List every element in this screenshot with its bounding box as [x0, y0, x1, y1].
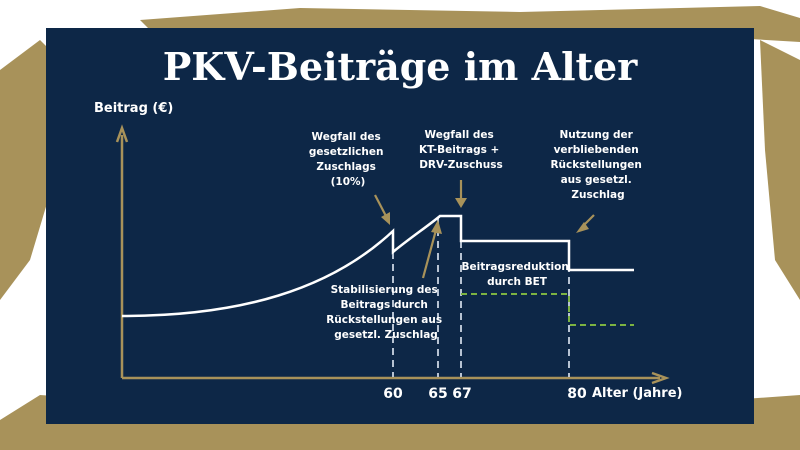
page-title: PKV-Beiträge im Alter: [163, 44, 639, 89]
arrow-60: [374, 194, 388, 219]
x-axis-label: Alter (Jahre): [592, 386, 682, 401]
arrow-65: [421, 229, 438, 279]
tick-67: 67: [452, 386, 471, 402]
x-axis-arrow: [651, 371, 670, 385]
brush-stroke-right: [760, 40, 800, 300]
panel: [46, 28, 754, 424]
tick-80: 80: [567, 386, 587, 402]
annotation-age-60: Wegfall des gesetzlichen Zuschlags (10%): [309, 131, 387, 188]
y-axis-label: Beitrag (€): [94, 101, 173, 116]
axes: [115, 124, 670, 385]
annotation-bet: Beitragsreduktion durch BET: [461, 261, 572, 288]
tick-60: 60: [383, 386, 403, 402]
arrow-80-head: [576, 222, 589, 233]
premium-curve: [121, 214, 634, 318]
guide-lines: [392, 217, 570, 377]
annotation-age-80: Nutzung der verbliebenden Rückstellungen…: [550, 129, 645, 201]
annotation-age-65: Stabilisierung des Beitrags durch Rückst…: [326, 284, 446, 341]
arrow-60-head: [381, 212, 390, 225]
annotation-arrows: [374, 180, 595, 279]
annotation-age-67: Wegfall des KT-Beitrags + DRV-Zuschuss: [419, 129, 503, 171]
tick-65: 65: [428, 386, 447, 402]
arrow-67-head: [455, 198, 467, 208]
bet-reduction-line: [461, 293, 634, 326]
arrow-65-head: [431, 220, 442, 234]
y-axis-arrow: [115, 124, 129, 143]
